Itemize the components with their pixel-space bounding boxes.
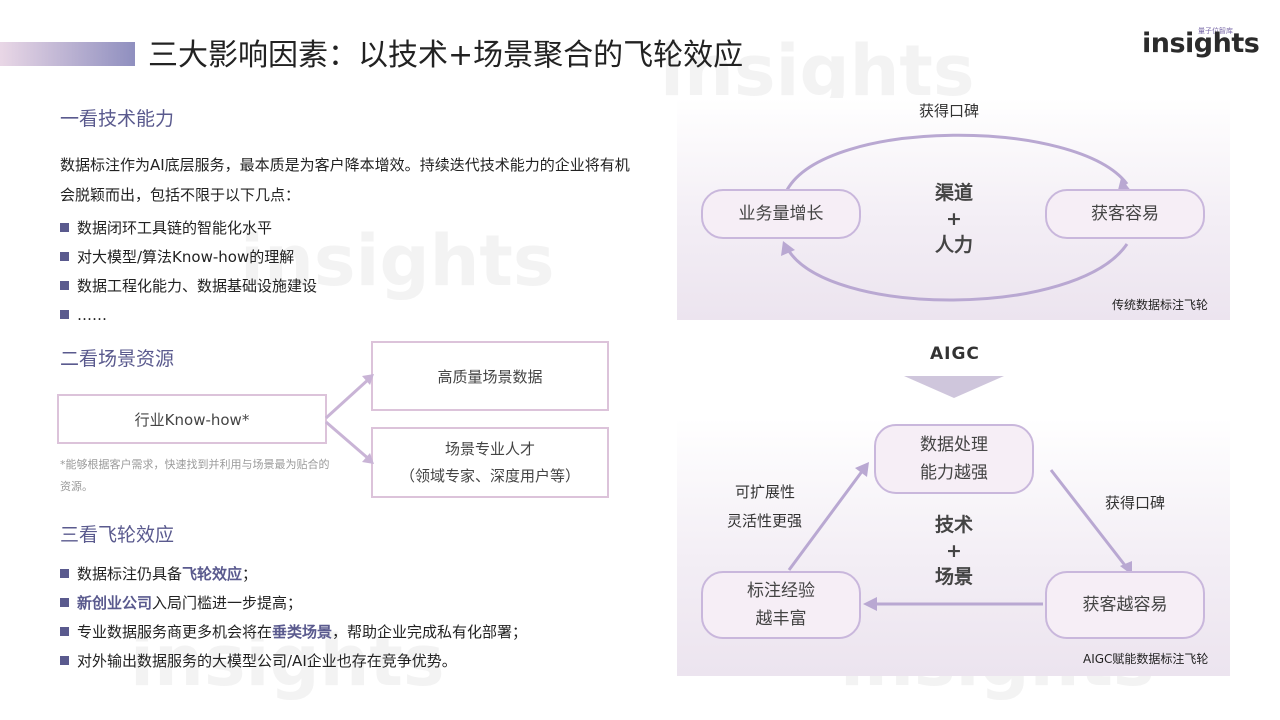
section2-heading: 二看场景资源 <box>60 348 175 370</box>
watermark: insights <box>130 620 445 702</box>
industry-knowhow-box: 行业Know-how* <box>57 394 327 444</box>
bottom-diagram-caption: AIGC赋能数据标注飞轮 <box>1083 652 1209 666</box>
footnote: *能够根据客户需求，快速找到并利用与场景最为贴合的资源。 <box>60 458 330 493</box>
aigc-flywheel-loop <box>787 462 1132 611</box>
square-bullet-icon <box>60 656 69 665</box>
list-item: 新创业公司入局门槛进一步提高； <box>60 589 527 618</box>
page-title: 三大影响因素：以技术+场景聚合的飞轮效应 <box>148 38 744 73</box>
title-accent-bar <box>0 42 135 66</box>
logo-subtext: 量子位智库 <box>1198 27 1233 35</box>
list-item: 对外输出数据服务的大模型公司/AI企业也存在竞争优势。 <box>60 647 527 676</box>
quality-data-box: 高质量场景数据 <box>371 341 609 411</box>
square-bullet-icon <box>60 569 69 578</box>
square-bullet-icon <box>60 281 69 290</box>
brand-logo: insights <box>1142 28 1260 59</box>
list-item: 数据标注仍具备飞轮效应； <box>60 560 527 589</box>
scalability-label: 可扩展性 灵活性更强 <box>727 483 803 530</box>
square-bullet-icon <box>60 252 69 261</box>
list-item: …… <box>60 301 317 330</box>
section3-heading: 三看飞轮效应 <box>60 524 175 546</box>
square-bullet-icon <box>60 627 69 636</box>
section1-heading: 一看技术能力 <box>60 108 175 130</box>
list-item: 数据工程化能力、数据基础设施建设 <box>60 272 317 301</box>
easy-acquisition-node: 获客容易 <box>1045 189 1205 239</box>
section1-bullet-list: 数据闭环工具链的智能化水平 对大模型/算法Know-how的理解 数据工程化能力… <box>60 214 317 330</box>
branch-arrows <box>324 374 374 464</box>
traditional-flywheel-loop <box>781 133 1132 302</box>
top-diagram-caption: 传统数据标注飞轮 <box>1112 298 1209 312</box>
easier-acquisition-node: 获客越容易 <box>1045 571 1205 639</box>
top-loop-label: 获得口碑 <box>919 102 980 120</box>
bottom-right-label: 获得口碑 <box>1105 494 1166 512</box>
list-item: 专业数据服务商更多机会将在垂类场景，帮助企业完成私有化部署； <box>60 618 527 647</box>
business-growth-node: 业务量增长 <box>701 189 861 239</box>
top-center-label: 渠道 + 人力 <box>934 182 973 256</box>
list-item: 数据闭环工具链的智能化水平 <box>60 214 317 243</box>
transition-label: AIGC <box>930 344 980 364</box>
section1-paragraph: 数据标注作为AI底层服务，最本质是为客户降本增效。持续迭代技术能力的企业将有机会… <box>60 156 630 204</box>
section3-bullet-list: 数据标注仍具备飞轮效应； 新创业公司入局门槛进一步提高； 专业数据服务商更多机会… <box>60 560 527 676</box>
down-arrow-icon <box>904 376 1004 398</box>
square-bullet-icon <box>60 310 69 319</box>
square-bullet-icon <box>60 598 69 607</box>
list-item: 对大模型/算法Know-how的理解 <box>60 243 317 272</box>
square-bullet-icon <box>60 223 69 232</box>
annotation-experience-node: 标注经验 越丰富 <box>701 571 861 639</box>
bottom-center-label: 技术 + 场景 <box>934 514 973 588</box>
data-processing-node: 数据处理 能力越强 <box>874 424 1034 494</box>
watermark: insights <box>240 220 555 302</box>
talent-box: 场景专业人才 （领域专家、深度用户等） <box>371 427 609 498</box>
